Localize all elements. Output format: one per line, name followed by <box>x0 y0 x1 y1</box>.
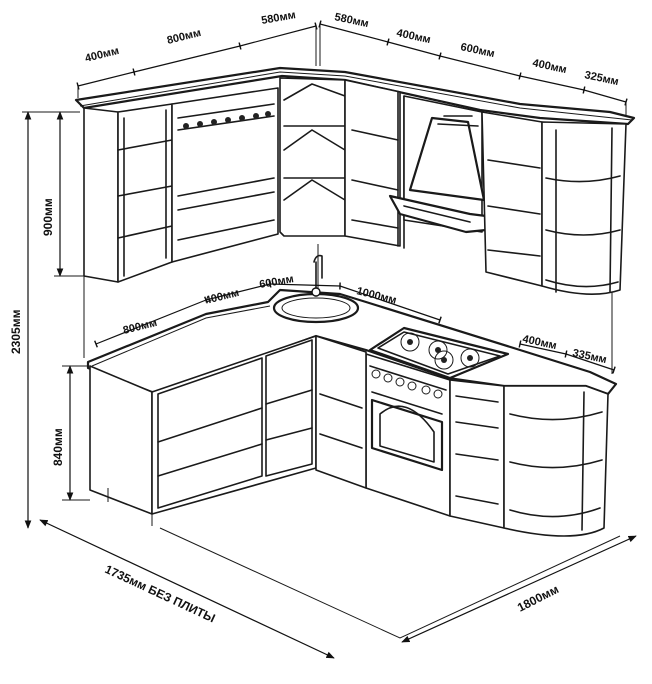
dim-top-600: 600мм <box>459 41 495 60</box>
upper-cabinets <box>74 66 636 295</box>
dim-floor-1735: 1735мм БЕЗ ПЛИТЫ <box>103 562 218 625</box>
dim-top-580-right: 580мм <box>333 11 369 30</box>
dim-top-580-left: 580мм <box>260 9 296 27</box>
dim-counter-800: 800мм <box>122 317 159 337</box>
dim-counter-400: 400мм <box>204 287 241 307</box>
dim-top-400-right: 400мм <box>531 57 567 76</box>
dim-counter-400-right: 400мм <box>521 333 557 352</box>
dim-top-325: 325мм <box>583 69 619 88</box>
dim-height-840: 840мм <box>51 428 65 466</box>
dimension-lines <box>22 20 637 659</box>
dim-height-2305: 2305мм <box>9 309 23 354</box>
dim-counter-335: 335мм <box>571 347 607 366</box>
dim-floor-1800: 1800мм <box>515 582 561 615</box>
walls <box>83 244 613 374</box>
hooks <box>183 111 271 129</box>
dim-top-800: 800мм <box>166 27 203 47</box>
dim-height-900: 900мм <box>41 198 55 236</box>
dim-top-400-left: 400мм <box>84 45 121 65</box>
lower-cabinets <box>89 335 609 537</box>
dim-counter-600: 600мм <box>258 273 294 291</box>
dim-top-400-mid: 400мм <box>395 27 431 46</box>
